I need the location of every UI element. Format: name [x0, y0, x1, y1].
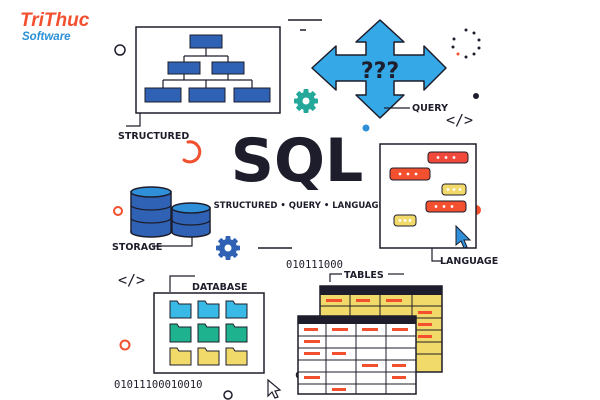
ring-shape	[223, 390, 233, 400]
tables-section: TABLES	[297, 270, 443, 395]
org-node	[233, 87, 271, 103]
brand-logo: TriThuc Software	[20, 10, 90, 43]
chat-bubble-icon	[425, 200, 467, 213]
code-brackets-icon: </>	[446, 111, 473, 129]
database-cylinder-icon	[130, 186, 172, 238]
binary-top: 010111000	[286, 259, 343, 271]
query-symbols: ???	[361, 59, 399, 84]
brand-line2: Software	[22, 31, 71, 43]
database-label: DATABASE	[192, 282, 248, 293]
connector-line	[126, 113, 141, 127]
folder-icon	[197, 347, 220, 366]
folder-icon	[225, 300, 248, 319]
folder-icon	[225, 347, 248, 366]
folder-icon	[169, 323, 192, 343]
org-node	[144, 87, 182, 103]
query-section: ??? QUERY	[311, 19, 448, 119]
data-table-front	[297, 315, 417, 395]
four-way-arrow-icon	[311, 19, 447, 119]
ring-shape	[114, 44, 126, 56]
folder-icon	[225, 323, 248, 343]
org-node	[211, 61, 245, 75]
code-brackets-icon: </>	[118, 271, 145, 289]
org-node	[188, 87, 226, 103]
sql-title: SQL	[231, 126, 363, 196]
language-label: LANGUAGE	[440, 256, 498, 267]
gear-icon	[294, 89, 318, 113]
connector-line	[431, 248, 442, 262]
gear-icon	[216, 236, 240, 260]
storage-section: STORAGE	[112, 186, 211, 253]
ring-shape	[113, 206, 123, 216]
chat-bubble-icon	[389, 167, 431, 181]
tables-label: TABLES	[344, 270, 384, 281]
folder-icon	[169, 300, 192, 319]
structured-section: STRUCTURED	[118, 26, 281, 142]
folder-icon	[197, 323, 220, 343]
dotted-circle-icon	[451, 28, 481, 59]
dot-shape	[362, 124, 370, 132]
connector-line	[329, 273, 342, 282]
storage-label: STORAGE	[112, 242, 162, 253]
dot-shape	[473, 93, 479, 99]
database-cylinder-icon	[171, 202, 211, 238]
ring-shape	[119, 339, 131, 351]
structured-label: STRUCTURED	[118, 131, 189, 142]
sql-subtitle: STRUCTURED • QUERY • LANGUAGE	[214, 201, 385, 211]
language-section: LANGUAGE	[379, 143, 498, 267]
folder-icon	[197, 300, 220, 319]
folder-icon	[169, 347, 192, 366]
brand-line1: TriThuc	[20, 10, 90, 31]
chat-bubble-icon	[427, 151, 469, 164]
cursor-arrow-icon	[455, 224, 472, 249]
arc-shape	[182, 140, 202, 164]
binary-bottom: 01011100010010	[114, 379, 203, 391]
org-node	[189, 34, 223, 49]
database-section: DATABASE	[153, 275, 282, 399]
connector-line	[169, 275, 195, 292]
query-label: QUERY	[412, 103, 448, 114]
org-node	[167, 61, 201, 75]
cursor-arrow-icon	[267, 378, 282, 399]
connector-line	[152, 237, 193, 247]
